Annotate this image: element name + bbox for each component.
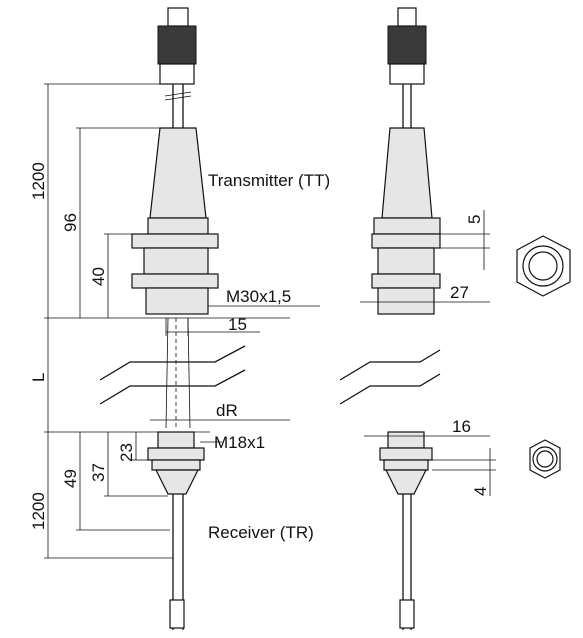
- dim-16: 16: [452, 417, 471, 436]
- receiver-front-view: [147, 431, 205, 630]
- receiver-label: Receiver (TR): [208, 523, 314, 542]
- dim-23: 23: [117, 443, 136, 462]
- dr-label: dR: [216, 401, 238, 420]
- receiver-side-view: [379, 431, 433, 630]
- dimension-lines: [44, 83, 496, 559]
- dim-40: 40: [89, 267, 108, 286]
- dim-49: 49: [61, 469, 80, 488]
- hex-nut-view-tt: [516, 235, 571, 297]
- dim-27: 27: [450, 283, 469, 302]
- text-labels: Transmitter (TT) Receiver (TR) M30x1,5 M…: [29, 162, 490, 542]
- dim-15: 15: [228, 315, 247, 334]
- dim-L: L: [29, 373, 48, 382]
- dim-96: 96: [61, 213, 80, 232]
- dim-1200-tr: 1200: [29, 492, 48, 530]
- dim-1200-tt: 1200: [29, 162, 48, 200]
- dim-4: 4: [471, 487, 490, 496]
- break-lines: [99, 345, 441, 405]
- thread-tt-label: M30x1,5: [226, 287, 291, 306]
- transmitter-side-view: [371, 7, 441, 315]
- transmitter-label: Transmitter (TT): [208, 171, 330, 190]
- dim-37: 37: [89, 463, 108, 482]
- thread-tr-label: M18x1: [214, 433, 265, 452]
- hex-nut-view-tr: [529, 439, 561, 479]
- dim-5: 5: [465, 215, 484, 224]
- transmitter-front-view: [131, 7, 219, 429]
